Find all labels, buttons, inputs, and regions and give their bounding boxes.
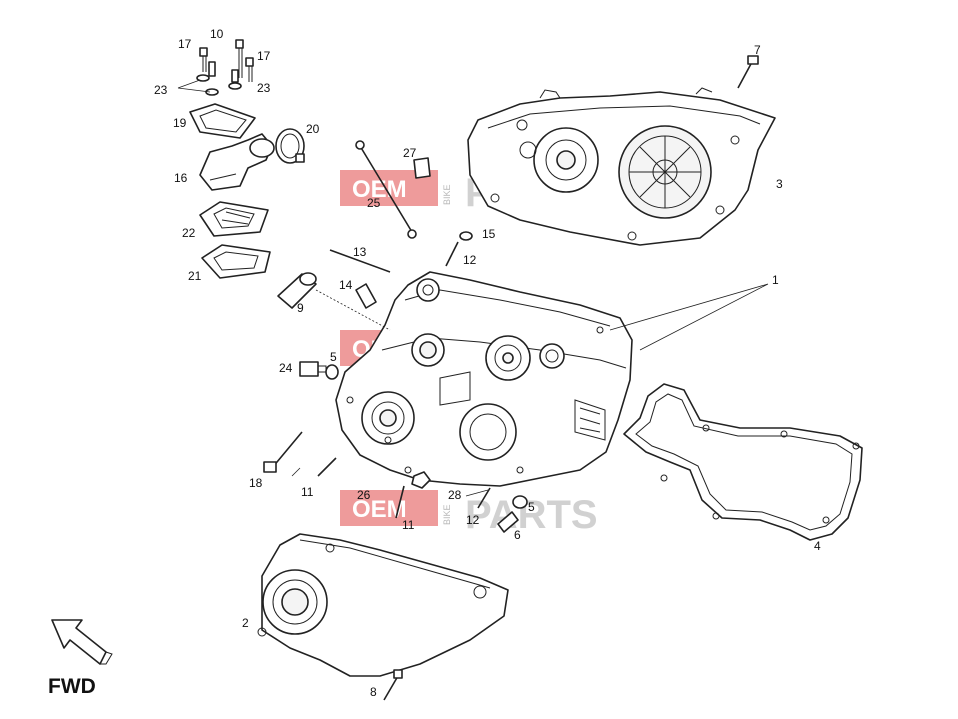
part-18-long-bolt <box>263 431 303 473</box>
callout-12-lower: 12 <box>466 513 480 527</box>
part-8-bolt <box>383 669 403 701</box>
callout-8: 8 <box>370 685 377 699</box>
part-12-bolt-upper <box>445 241 459 267</box>
callout-15: 15 <box>482 227 496 241</box>
callout-17-left: 17 <box>178 37 192 51</box>
callout-14: 14 <box>339 278 353 292</box>
part-7-bolt <box>737 55 759 89</box>
part-17-bolt-right <box>245 57 254 82</box>
watermark-bike-text: BIKE <box>442 184 452 205</box>
part-5-washer-lower <box>512 495 528 509</box>
callout-22: 22 <box>182 226 196 240</box>
part-2-left-cover <box>257 533 509 677</box>
forward-arrow-icon <box>51 619 107 665</box>
callout-21: 21 <box>188 269 202 283</box>
part-17-bolt-left <box>199 47 208 72</box>
callout-26: 26 <box>357 488 371 502</box>
part-4-gasket <box>623 383 863 541</box>
part-23-washers <box>196 61 242 96</box>
callout-20: 20 <box>306 122 320 136</box>
callout-3: 3 <box>776 177 783 191</box>
callout-11-left: 11 <box>301 485 314 499</box>
part-1-crankcase <box>335 271 633 487</box>
part-9-dowel <box>277 272 391 331</box>
part-5-washer-upper <box>325 364 339 380</box>
callout-18: 18 <box>249 476 263 490</box>
callout-16: 16 <box>174 171 188 185</box>
callout-23-right: 23 <box>257 81 271 95</box>
watermark-bike-text: BIKE <box>442 504 452 525</box>
callout-27: 27 <box>403 146 417 160</box>
part-27-plug <box>413 157 431 179</box>
callout-2: 2 <box>242 616 249 630</box>
part-26-nut <box>411 471 431 489</box>
part-19-flange-gasket <box>189 103 256 139</box>
callout-23-left: 23 <box>154 83 168 97</box>
callout-1: 1 <box>772 273 779 287</box>
callout-28: 28 <box>448 488 462 502</box>
forward-direction-indicator: FWD <box>48 619 113 698</box>
part-22-reed-valve <box>199 201 269 237</box>
part-10-bolt <box>235 39 244 78</box>
part-13-stud <box>329 249 391 273</box>
callout-13: 13 <box>353 245 367 259</box>
watermark-oem-text: OEM <box>352 176 407 203</box>
part-11-bolt-left <box>317 457 337 477</box>
callout-19: 19 <box>173 116 187 130</box>
callout-5-upper: 5 <box>330 350 337 364</box>
callout-7: 7 <box>754 43 761 57</box>
part-25-rod <box>355 140 417 239</box>
part-16-intake-manifold <box>199 133 275 191</box>
callout-9: 9 <box>297 301 304 315</box>
callout-12-upper: 12 <box>463 253 477 267</box>
part-3-outer-cover <box>467 87 776 246</box>
watermark-bottom: OEM BIKE PARTS <box>340 490 598 537</box>
callout-4: 4 <box>814 539 821 553</box>
callout-labels: 10 17 17 23 23 19 20 16 22 21 27 25 7 3 … <box>154 27 821 699</box>
fwd-label: FWD <box>48 675 96 698</box>
part-15-washer <box>459 231 473 241</box>
part-21-reed-gasket <box>201 244 271 279</box>
part-11-bolt-right <box>395 485 405 519</box>
part-20-hose-clamp <box>275 128 305 164</box>
part-24-plug <box>299 361 327 377</box>
callout-24: 24 <box>279 361 293 375</box>
callout-10: 10 <box>210 27 224 41</box>
callout-25: 25 <box>367 196 381 210</box>
part-12-bolt-lower <box>477 487 491 509</box>
watermark-parts-text: PARTS <box>465 493 598 537</box>
callout-11-right: 11 <box>402 518 415 532</box>
part-14-sleeve <box>355 283 377 309</box>
leader-lines <box>177 79 769 497</box>
callout-5-lower: 5 <box>528 500 535 514</box>
part-6-drain-plug <box>497 511 519 533</box>
callout-17-right: 17 <box>257 49 271 63</box>
callout-6: 6 <box>514 528 521 542</box>
